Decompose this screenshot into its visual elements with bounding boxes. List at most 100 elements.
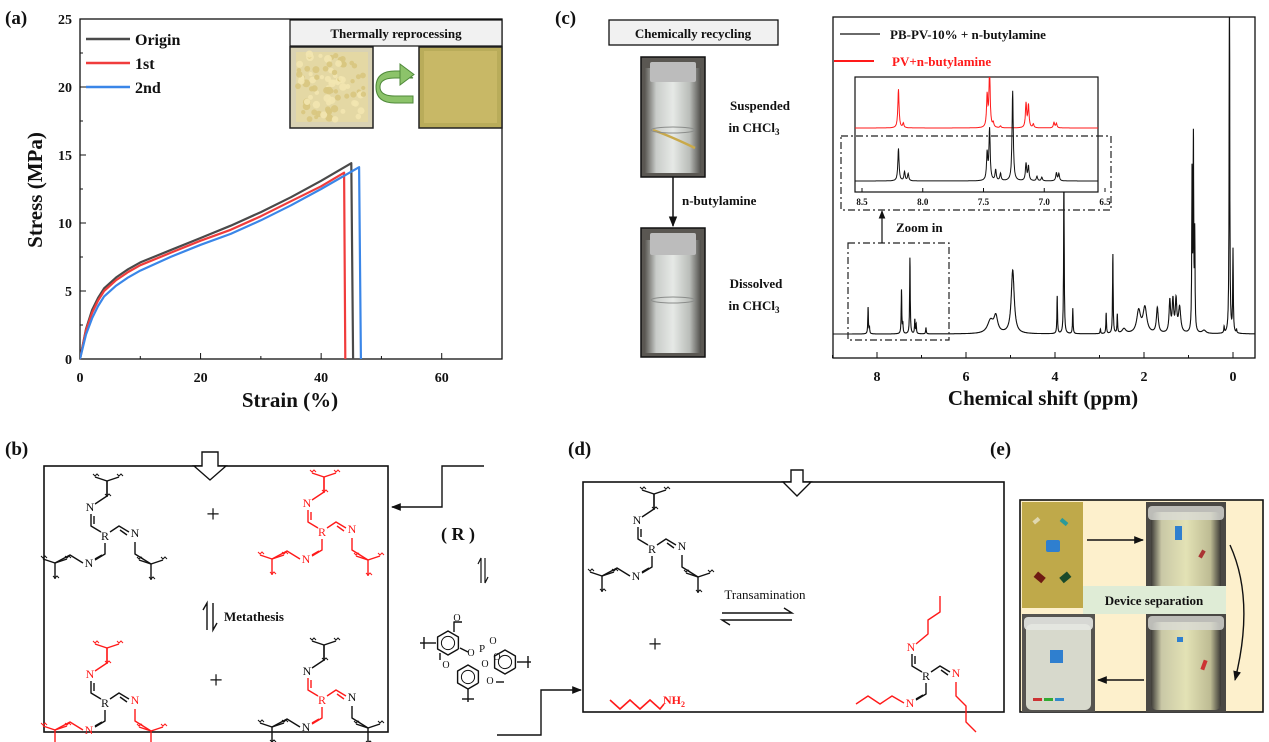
x-tick-label: 0: [77, 371, 84, 386]
bond: [326, 521, 347, 529]
pellet: [333, 52, 339, 59]
branch: [311, 640, 337, 646]
bond: [311, 645, 325, 669]
bond: [311, 539, 323, 557]
wavy-bond: [64, 722, 72, 726]
atom-label: N: [303, 664, 312, 678]
panel-label-d: (d): [568, 439, 591, 460]
bond: [351, 706, 369, 729]
atom-label: R: [101, 696, 109, 710]
bond: [54, 554, 84, 564]
branch: [589, 571, 615, 577]
benzene-ring: [436, 630, 460, 656]
pellet: [340, 108, 346, 114]
atom-label: P: [479, 643, 485, 655]
plot-frame-c: [832, 16, 1256, 359]
photo-vial-dissolved: [640, 227, 706, 358]
atom-label: O: [486, 676, 493, 687]
atom-label: N: [85, 723, 94, 737]
atom-label: O: [442, 660, 449, 671]
bond: [915, 683, 927, 701]
branch: [94, 476, 120, 482]
curve-2nd: [80, 166, 362, 360]
bond: [109, 692, 130, 700]
bond: [326, 689, 347, 697]
branch: [42, 558, 68, 564]
bond: [134, 709, 152, 732]
pellet: [296, 60, 304, 68]
wavy-bond: [116, 640, 124, 644]
bond: [601, 567, 631, 577]
aromatic-circle: [440, 635, 456, 651]
wavy-bond: [377, 552, 385, 556]
x-tick-label: 40: [314, 371, 328, 386]
pellet: [335, 80, 341, 86]
pellet: [322, 65, 329, 72]
inset-spectrum-pv: [855, 77, 1098, 129]
bond: [94, 554, 103, 560]
state-suspended-line1: Suspended: [730, 98, 791, 113]
atom-label: R: [318, 525, 326, 539]
wavy-bond: [663, 486, 671, 490]
wavy-bond: [695, 589, 703, 593]
wavy-bond: [52, 575, 60, 579]
pellet: [360, 72, 366, 79]
wavy-bond: [40, 555, 48, 559]
atom-label: N: [678, 539, 687, 553]
pellet: [328, 79, 336, 88]
y-axis-label-a: Stress (MPa): [23, 132, 47, 248]
inset-title: Thermally reprocessing: [330, 26, 462, 41]
wavy-bond: [136, 556, 144, 560]
branch: [685, 572, 711, 578]
wavy-bond: [281, 551, 289, 555]
atom-label: N: [952, 666, 961, 680]
x-tick-label: 2: [1141, 370, 1148, 385]
legend-label-1st: 1st: [135, 56, 155, 73]
state-suspended-line2: in CHCl3: [728, 120, 780, 137]
wavy-bond: [353, 552, 361, 556]
equilibrium-arrows-icon: [477, 557, 489, 584]
aromatic-circle: [460, 669, 476, 685]
bond: [109, 525, 130, 533]
y-tick-label: 20: [58, 81, 72, 96]
pellet: [303, 98, 311, 105]
atom-label: N: [131, 526, 140, 540]
wavy-bond: [321, 657, 329, 661]
bond: [855, 695, 905, 705]
inset-tick-label: 8.0: [917, 197, 929, 207]
bond: [915, 596, 941, 645]
wavy-bond: [639, 486, 647, 490]
benzene-ring: [493, 649, 517, 675]
nmr-spectrum-main: [833, 17, 1255, 335]
legend-label-pv: PV+n-butylamine: [892, 54, 991, 69]
inset-frame-c: [854, 76, 1099, 193]
bond: [94, 721, 103, 727]
inset-tick-label: 8.5: [856, 197, 868, 207]
bond: [311, 707, 323, 725]
branch: [138, 559, 164, 565]
y-tick-label: 10: [58, 217, 72, 232]
inset-spectrum-pb-pv: [855, 90, 1098, 182]
bond: [911, 654, 923, 673]
pellet: [323, 94, 332, 103]
pellet: [312, 66, 320, 74]
wavy-bond: [116, 473, 124, 477]
bond: [641, 567, 650, 573]
x-tick-label: 60: [435, 371, 449, 386]
zoom-region-box-inset: [840, 135, 1112, 211]
x-tick-label: 8: [874, 370, 881, 385]
bond: [336, 525, 345, 532]
pellet: [314, 74, 320, 80]
bond: [641, 556, 653, 574]
wavy-bond: [309, 637, 317, 641]
wavy-bond: [281, 719, 289, 723]
pellet: [311, 85, 318, 92]
atom-label: R: [648, 542, 656, 556]
wavy-bond: [707, 569, 715, 573]
hollow-down-arrow-icon: [781, 469, 813, 497]
